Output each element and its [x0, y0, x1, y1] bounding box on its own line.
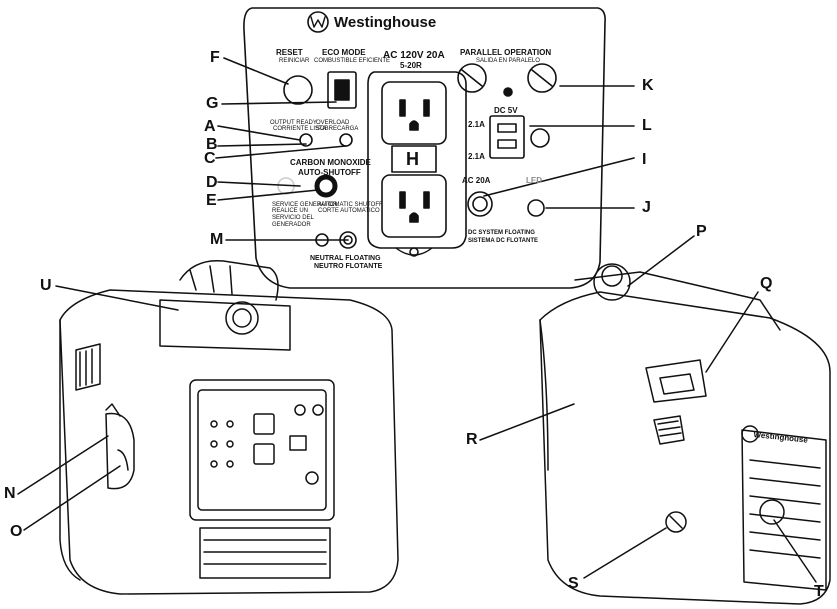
- reset-button-shape: [283, 75, 313, 105]
- callout-N: N: [4, 485, 16, 502]
- overload-light: [339, 133, 353, 147]
- neutral-label: NEUTRAL FLOATING: [310, 255, 381, 262]
- eco-switch-shape: [327, 71, 357, 109]
- output-ready-label: OUTPUT READY: [270, 120, 317, 126]
- service-sublabel: REALICE UN SERVICIO DEL GENERADOR: [272, 208, 314, 228]
- usb-amp-2: 2.1A: [468, 152, 485, 161]
- auto-shutoff-label: AUTOMATIC SHUTOFF: [318, 202, 383, 208]
- dc-floating-label: DC SYSTEM FLOATING: [468, 230, 535, 236]
- dc-label: DC 5V: [494, 106, 518, 115]
- eco-label: ECO MODE: [322, 48, 366, 57]
- output-ready-sublabel: CORRIENTE LISTA: [273, 126, 327, 132]
- usb-ports: [489, 115, 525, 159]
- co-light: [314, 174, 338, 198]
- callout-I: I: [642, 151, 647, 168]
- outlet-letter: H: [406, 149, 419, 169]
- overload-sublabel: SOBRECARGA: [316, 126, 359, 132]
- callout-G: G: [206, 95, 219, 112]
- led-light: [527, 199, 545, 217]
- co-title-2: AUTO-SHUTOFF: [298, 168, 361, 177]
- callout-U: U: [40, 277, 52, 294]
- parallel-port-left: [457, 63, 487, 93]
- callout-F: F: [210, 49, 220, 66]
- callout-J: J: [642, 199, 651, 216]
- led-label: LED: [526, 176, 542, 185]
- right-generator: [479, 235, 831, 605]
- callout-O: O: [10, 523, 23, 540]
- callout-A: A: [204, 118, 216, 135]
- callout-P: P: [696, 223, 707, 240]
- neutral-sublabel: NEUTRO FLOTANTE: [314, 263, 383, 270]
- brand-name: Westinghouse: [334, 14, 437, 31]
- dc-floating-sublabel: SISTEMA DC FLOTANTE: [468, 238, 538, 244]
- eco-sublabel: COMBUSTIBLE EFICIENTE: [314, 58, 391, 64]
- callout-E: E: [206, 192, 217, 209]
- reset-label: RESET: [276, 48, 303, 57]
- parallel-label: PARALLEL OPERATION: [460, 48, 552, 57]
- auto-shutoff-sublabel: CORTE AUTOMATICO: [318, 208, 380, 214]
- callout-M: M: [210, 231, 224, 248]
- callout-L: L: [642, 117, 652, 134]
- ac20-label: AC 20A: [462, 176, 491, 185]
- ac-outlet-frame: [367, 71, 467, 249]
- parallel-sublabel: SALIDA EN PARALELO: [476, 58, 540, 64]
- callout-S: S: [568, 575, 579, 592]
- callout-T: T: [814, 583, 824, 600]
- callout-R: R: [466, 431, 478, 448]
- parallel-port-right: [527, 63, 557, 93]
- reset-sublabel: REINICIAR: [279, 58, 310, 64]
- ac-outlet-title: AC 120V 20A: [383, 50, 445, 61]
- control-panel-outline: [243, 7, 606, 289]
- left-generator: [17, 260, 399, 595]
- callout-C: C: [204, 150, 216, 167]
- callout-B: B: [206, 136, 218, 153]
- callout-K: K: [642, 77, 654, 94]
- usb-amp-1: 2.1A: [468, 120, 485, 129]
- callout-D: D: [206, 174, 218, 191]
- ac-20a-breaker: [467, 191, 493, 217]
- co-title: CARBON MONOXIDE: [290, 158, 371, 167]
- service-label: SERVICE GENERATOR: [272, 202, 338, 208]
- ac-outlet-subtitle: 5-20R: [400, 61, 422, 70]
- callout-Q: Q: [760, 275, 773, 292]
- westinghouse-logo-icon: [307, 11, 329, 33]
- overload-label: OVERLOAD: [316, 120, 350, 126]
